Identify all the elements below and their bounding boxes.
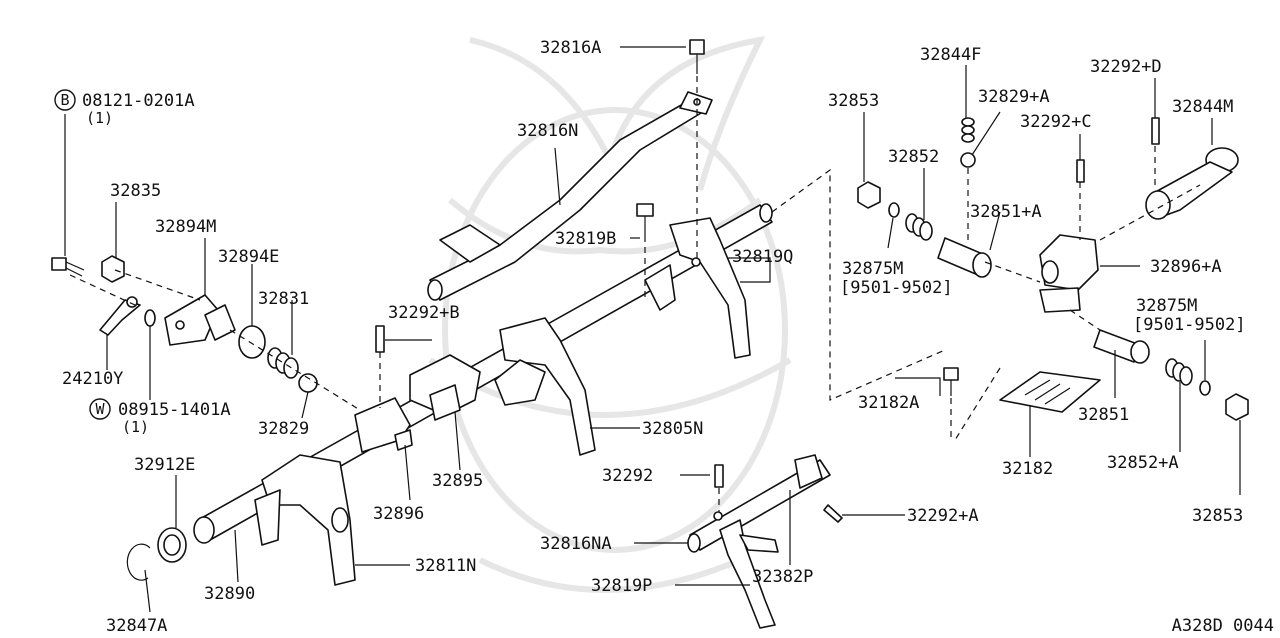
shift-rod-32816N xyxy=(427,91,713,301)
label-32896A: 32896+A xyxy=(1150,257,1222,277)
label-32895: 32895 xyxy=(432,471,483,491)
label-32835: 32835 xyxy=(110,181,161,201)
plate-32182 xyxy=(999,371,1101,413)
fork-32819P xyxy=(719,519,779,629)
label-32912E: 32912E xyxy=(134,455,195,475)
pin-32292A xyxy=(823,504,843,523)
bracket-24210Y xyxy=(99,296,141,336)
fork-32819Q xyxy=(644,217,751,359)
fork-32805N xyxy=(494,317,596,456)
label-32292C: 32292+C xyxy=(1020,112,1092,132)
label-32182: 32182 xyxy=(1002,459,1053,479)
ball-32829 xyxy=(298,373,318,393)
label-32816A: 32816A xyxy=(540,38,601,58)
spring-32831 xyxy=(267,347,299,379)
label-32292D: 32292+D xyxy=(1090,57,1162,77)
label-32819B: 32819B xyxy=(555,229,616,249)
bolt-08121 xyxy=(51,257,85,277)
o-ring-32894E xyxy=(238,325,266,359)
plunger-32851A xyxy=(937,237,992,278)
nut-32835 xyxy=(101,255,125,283)
label-32844M: 32844M xyxy=(1172,97,1233,117)
washer-32875M-bottom xyxy=(1199,380,1211,396)
label-32853-bottom: 32853 xyxy=(1192,506,1243,526)
label-32852A: 32852+A xyxy=(1107,453,1179,473)
label-32816NA: 32816NA xyxy=(540,534,612,554)
assembly-lines xyxy=(69,76,1201,512)
label-32819Q: 32819Q xyxy=(732,247,793,267)
label-32844F: 32844F xyxy=(920,45,981,65)
diagram-ref-code: A328D 0044 xyxy=(1172,616,1274,636)
plug-32853-bottom xyxy=(1225,393,1249,421)
bolt-32819B xyxy=(636,203,654,236)
label-32829: 32829 xyxy=(258,419,309,439)
collar-32896 xyxy=(354,397,413,453)
label-32851A: 32851+A xyxy=(970,202,1042,222)
label-08915-qty: (1) xyxy=(122,418,149,436)
pin-32292B xyxy=(375,325,385,353)
washer-08915 xyxy=(144,309,156,327)
svg-text:W: W xyxy=(95,400,105,418)
label-32816N: 32816N xyxy=(517,121,578,141)
label-32819P: 32819P xyxy=(591,576,652,596)
spring-32852 xyxy=(905,213,933,241)
label-32852: 32852 xyxy=(888,147,939,167)
leader-lines xyxy=(64,46,1241,613)
spring-32844F xyxy=(961,117,975,143)
label-32831: 32831 xyxy=(258,289,309,309)
label-32382P: 32382P xyxy=(752,567,813,587)
plunger-32851 xyxy=(1093,329,1150,364)
snap-ring-32847A xyxy=(126,543,151,581)
bracket-32895 xyxy=(409,354,481,421)
label-08121-qty: (1) xyxy=(86,109,113,127)
label-32890: 32890 xyxy=(204,584,255,604)
plug-32853-top xyxy=(857,181,881,209)
label-32811N: 32811N xyxy=(415,556,476,576)
label-08915: 08915-1401A xyxy=(118,400,231,420)
label-32805N: 32805N xyxy=(642,419,703,439)
pin-32292C xyxy=(1076,159,1085,183)
bracket-32896A xyxy=(1039,234,1099,313)
label-32875M-bottom: 32875M xyxy=(1136,296,1197,316)
spring-32852A xyxy=(1165,358,1193,386)
main-shaft-32890 xyxy=(193,203,773,544)
lever-32844M xyxy=(1145,147,1239,220)
label-32896: 32896 xyxy=(373,504,424,524)
pin-32292D xyxy=(1151,117,1160,145)
bolt-badge: B xyxy=(54,89,76,111)
pin-32292 xyxy=(714,464,724,488)
part-labels: 32816A 32844F 32292+D 32853 32829+A 3284… xyxy=(62,38,1274,636)
label-32875M-top-range: [9501-9502] xyxy=(840,278,953,298)
ball-32829A xyxy=(960,152,976,168)
label-32292A: 32292+A xyxy=(907,506,979,526)
bolt-32816A xyxy=(689,39,705,74)
washer-badge: W xyxy=(89,398,111,420)
seal-32912E xyxy=(157,527,187,563)
label-32894E: 32894E xyxy=(218,247,279,267)
label-32894M: 32894M xyxy=(155,217,216,237)
washer-32875M-top xyxy=(888,202,900,218)
svg-text:B: B xyxy=(60,91,69,109)
fork-32811N xyxy=(254,454,356,586)
label-32847A: 32847A xyxy=(106,616,167,636)
label-24210Y: 24210Y xyxy=(62,369,123,389)
label-32853-top: 32853 xyxy=(828,91,879,111)
label-32829A: 32829+A xyxy=(978,87,1050,107)
label-32292: 32292 xyxy=(602,466,653,486)
cover-32894M xyxy=(164,294,236,346)
label-32182A: 32182A xyxy=(858,393,919,413)
label-32875M-top: 32875M xyxy=(842,259,903,279)
bolt-32182A xyxy=(943,367,959,396)
label-08121: 08121-0201A xyxy=(82,91,195,111)
label-32875M-bottom-range: [9501-9502] xyxy=(1133,315,1246,335)
label-32851: 32851 xyxy=(1078,405,1129,425)
label-32292B: 32292+B xyxy=(388,303,460,323)
